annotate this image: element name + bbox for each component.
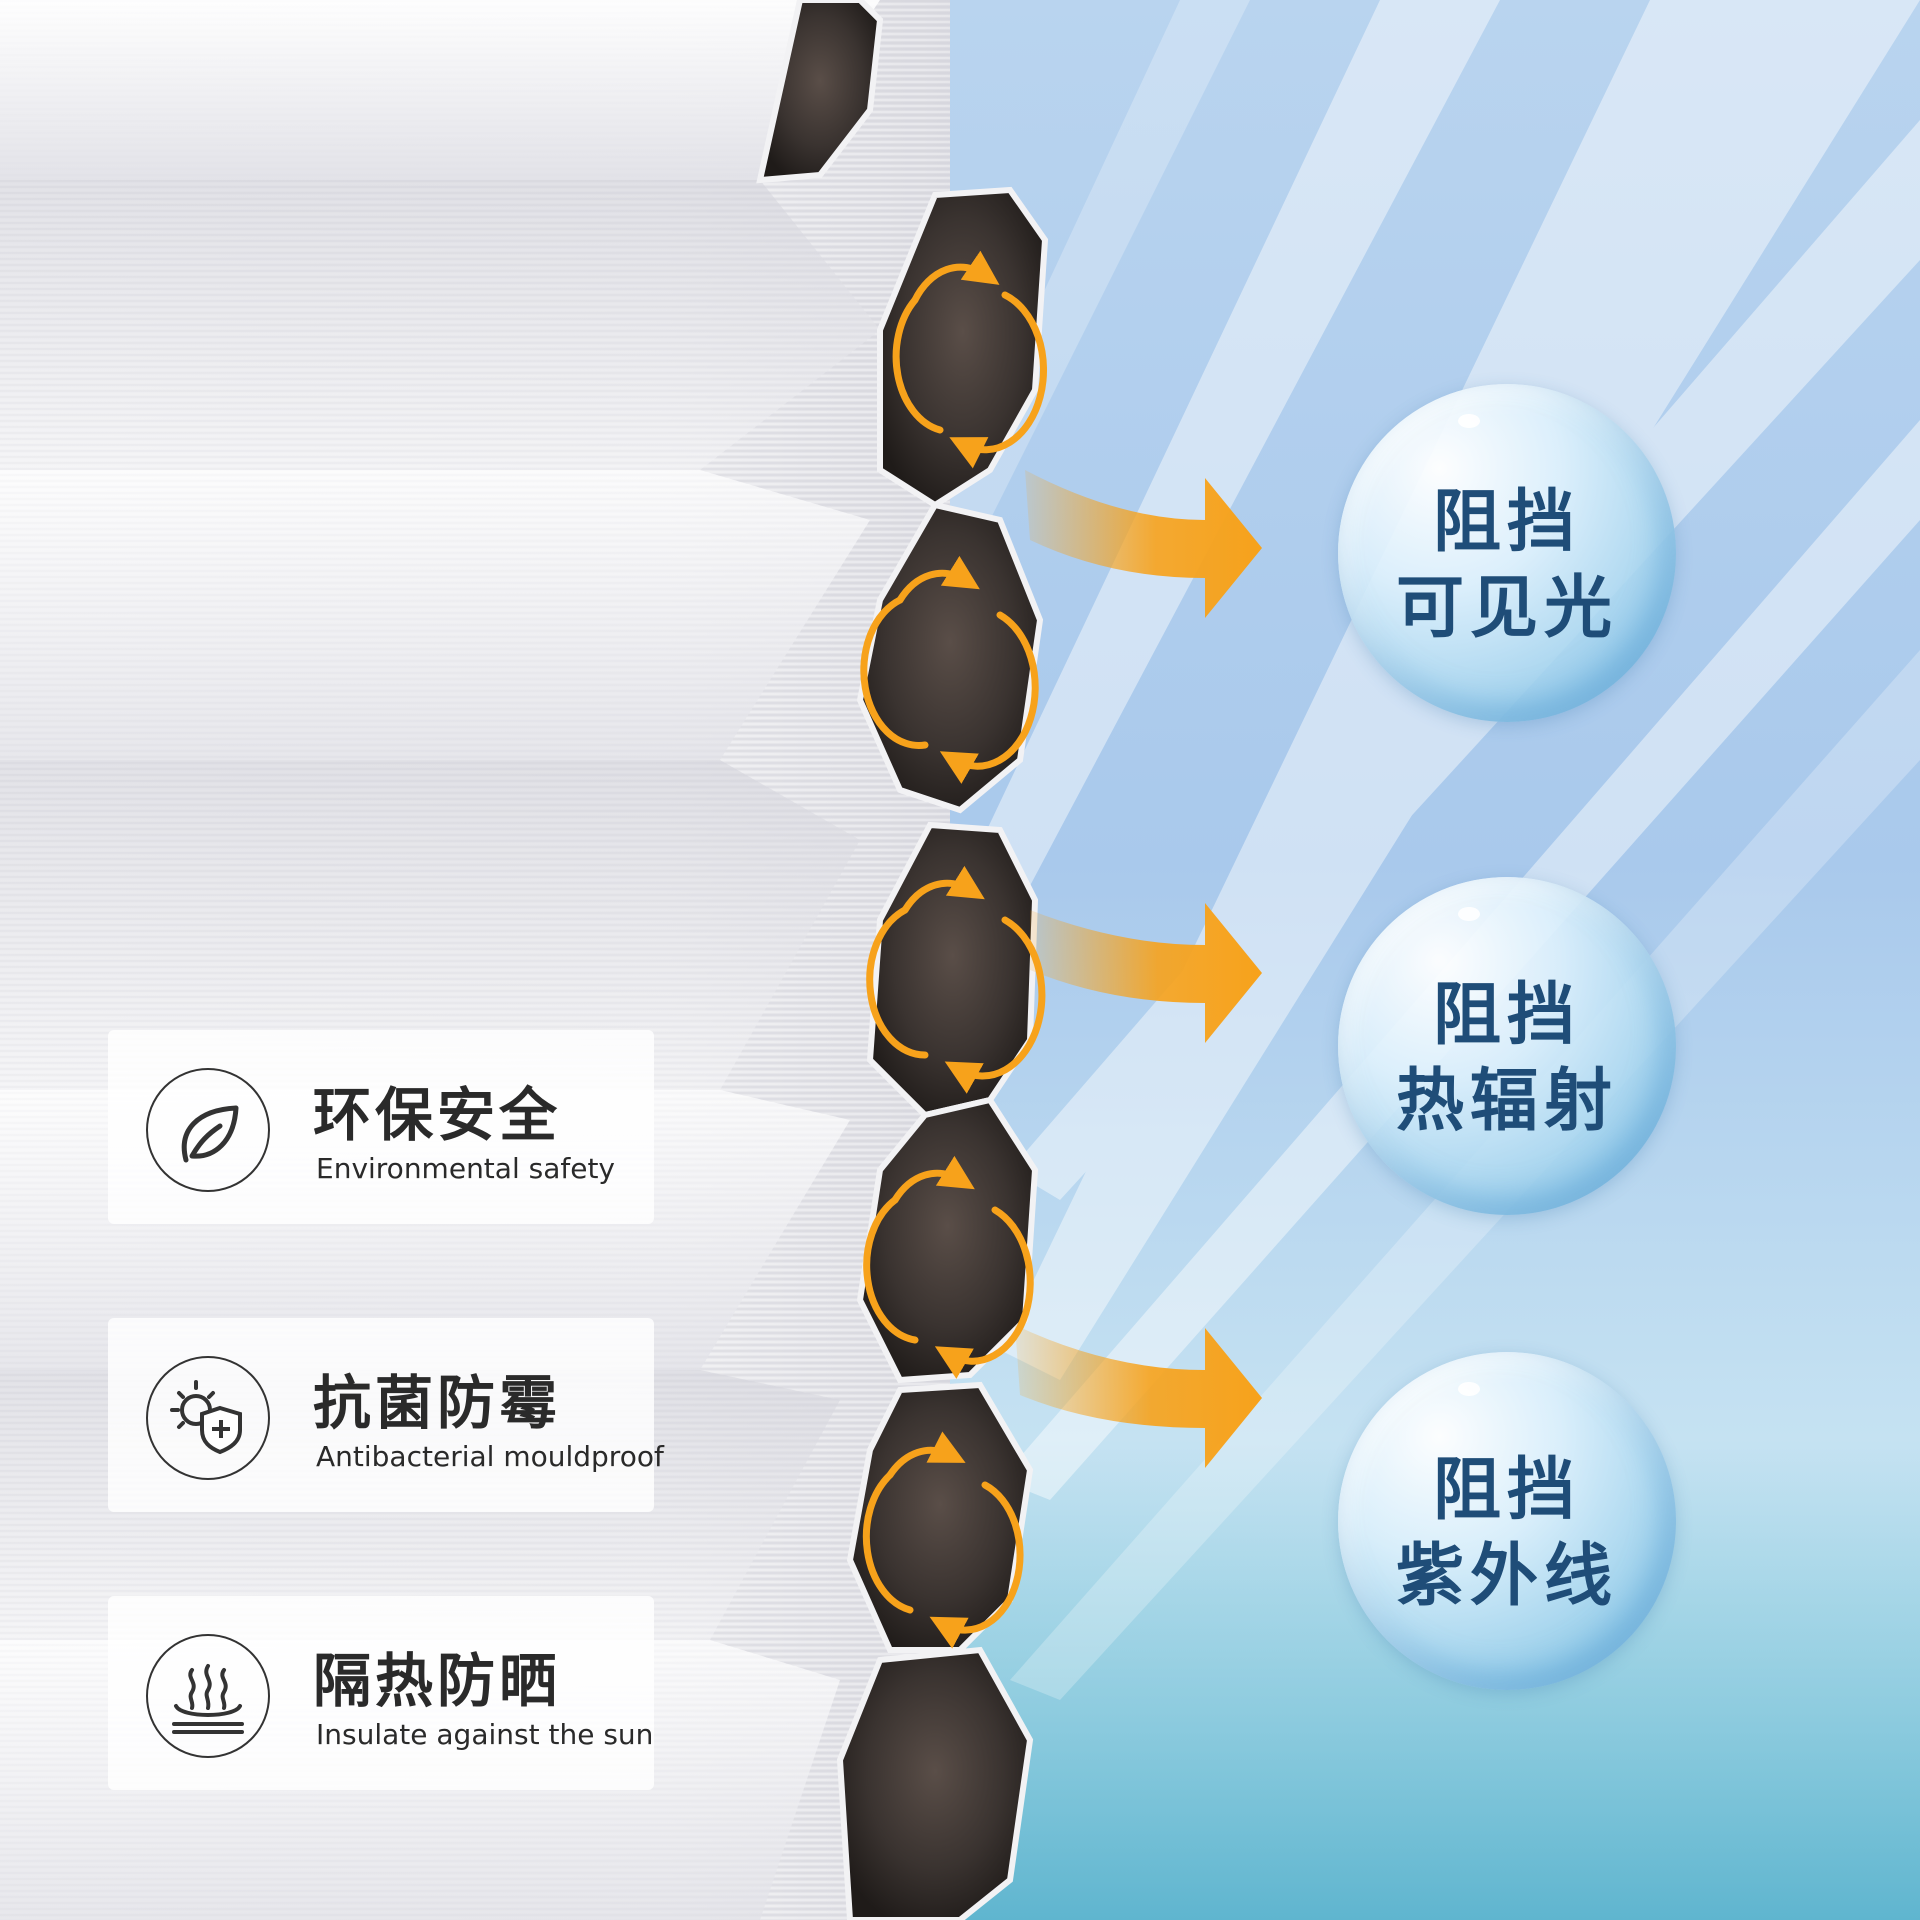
feature-title: 抗菌防霉 — [313, 1369, 562, 1437]
bubble-block-uv: 阻挡 紫外线 — [1338, 1352, 1676, 1690]
feature-antibacterial: 抗菌防霉 Antibacterial mouldproof — [108, 1318, 664, 1512]
bubble-line-2: 紫外线 — [1395, 1537, 1618, 1616]
feature-subtitle: Antibacterial mouldproof — [316, 1440, 664, 1473]
bubble-line-1: 阻挡 — [1432, 483, 1581, 562]
feature-title: 环保安全 — [313, 1081, 562, 1149]
bubble-highlight — [1458, 414, 1480, 428]
heat-wave-icon — [146, 1634, 270, 1758]
leaf-icon — [146, 1068, 270, 1192]
bubble-line-2: 可见光 — [1395, 569, 1618, 648]
bubble-highlight — [1458, 907, 1480, 921]
feature-subtitle: Insulate against the sun — [316, 1718, 654, 1751]
bubble-line-1: 阻挡 — [1432, 976, 1581, 1055]
germ-shield-icon — [146, 1356, 270, 1480]
bubble-line-2: 热辐射 — [1395, 1062, 1618, 1141]
bubble-block-visible-light: 阻挡 可见光 — [1338, 384, 1676, 722]
feature-subtitle: Environmental safety — [316, 1152, 616, 1185]
feature-title: 隔热防晒 — [313, 1647, 562, 1715]
bubble-line-1: 阻挡 — [1432, 1451, 1581, 1530]
feature-environmental-safety: 环保安全 Environmental safety — [108, 1030, 654, 1224]
bubble-block-heat-radiation: 阻挡 热辐射 — [1338, 877, 1676, 1215]
feature-sun-insulation: 隔热防晒 Insulate against the sun — [108, 1596, 654, 1790]
bubble-highlight — [1458, 1382, 1480, 1396]
